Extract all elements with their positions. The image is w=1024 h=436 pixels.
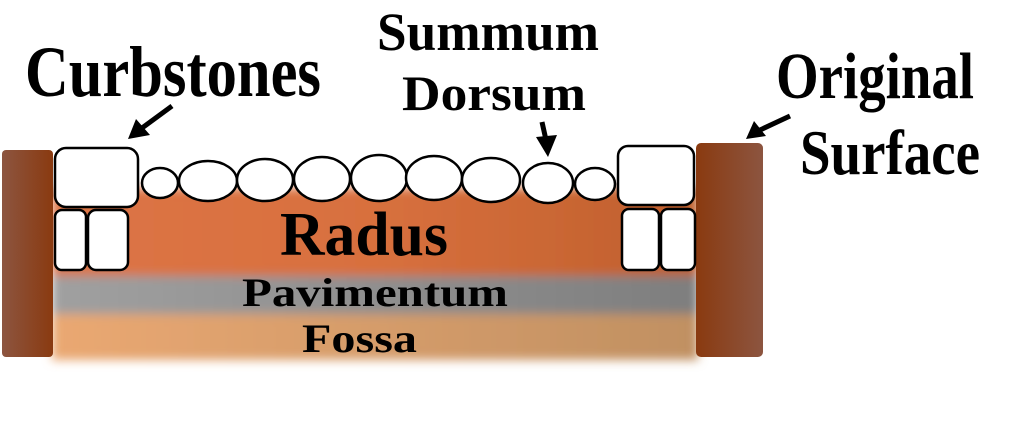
- curbstones-label: Curbstones: [25, 32, 321, 112]
- pavimentum-layer: [52, 276, 698, 316]
- arrows: [128, 103, 792, 157]
- fossa-label: Fossa: [302, 316, 417, 361]
- summum-label-line2: Dorsum: [402, 65, 586, 121]
- original-label-line1: Original: [776, 40, 974, 113]
- summum-dorsum-paving-stones: [140, 153, 617, 205]
- left-curbstones: [53, 146, 140, 272]
- left-wall: [2, 150, 53, 357]
- right-curbstones: [616, 144, 697, 272]
- curbstones-arrow-icon: [128, 103, 174, 139]
- right-wall-original-surface: [696, 143, 763, 357]
- original-surface-arrow-icon: [746, 113, 792, 139]
- radus-layer: [52, 188, 698, 278]
- pavimentum-label: Pavimentum: [242, 270, 508, 315]
- radus-label: Radus: [280, 201, 448, 269]
- summum-label-line1: Summum: [377, 2, 599, 62]
- fossa-layer: [52, 314, 698, 360]
- summum-dorsum-arrow-icon: [536, 121, 557, 157]
- original-label-line2: Surface: [800, 117, 980, 188]
- road-layers: [52, 188, 698, 360]
